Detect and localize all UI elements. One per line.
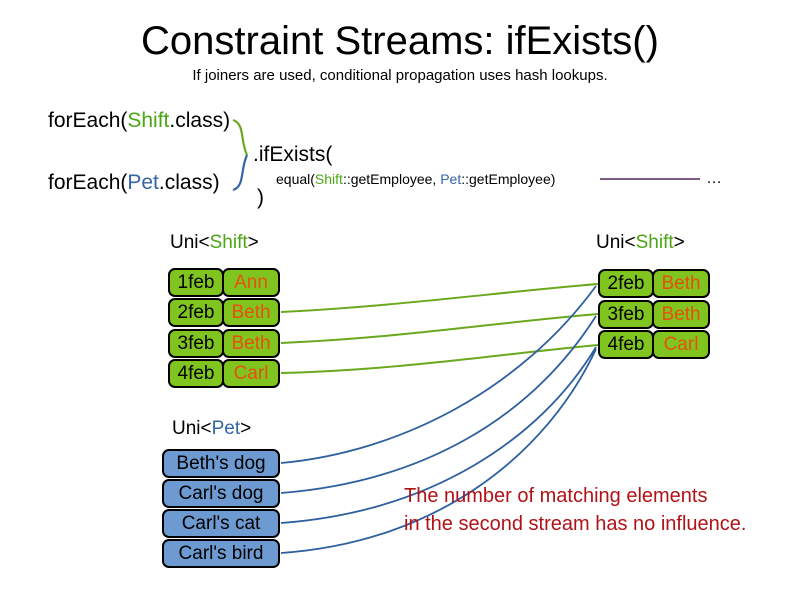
label-right-type: Shift (635, 232, 674, 253)
code-foreach-pet-type: Pet (127, 171, 159, 194)
label-pet-suffix: > (240, 418, 252, 439)
label-right-suffix: > (673, 232, 685, 253)
label-left-prefix: Uni< (170, 232, 210, 253)
label-pet-type: Pet (211, 418, 241, 439)
page-subtitle: If joiners are used, conditional propaga… (192, 67, 608, 84)
code-equal-type-b: Pet (440, 171, 462, 187)
shift-date: 1feb (168, 268, 224, 297)
shift-employee: Ann (222, 268, 280, 297)
shift-employee: Beth (652, 269, 710, 298)
code-equal-prefix: equal( (276, 171, 315, 187)
shift-date: 4feb (168, 359, 224, 388)
connector-green-4feb (280, 344, 599, 374)
connector-blue-carls-dog (280, 315, 597, 494)
shift-employee: Beth (222, 329, 280, 358)
pet-name: Carl's bird (162, 539, 280, 568)
table-row[interactable]: 4feb Carl (168, 359, 280, 388)
pet-name: Carl's dog (162, 479, 280, 508)
brace-lower-blue (232, 154, 249, 192)
code-foreach-pet-suffix: .class) (158, 171, 220, 194)
label-right-prefix: Uni< (596, 232, 636, 253)
connector-blue-beths-dog (280, 285, 597, 464)
pet-name: Beth's dog (162, 449, 280, 478)
code-foreach-shift-prefix: forEach( (48, 109, 128, 132)
table-row[interactable]: 4feb Carl (598, 330, 710, 359)
code-if-exists: .ifExists( (253, 143, 333, 166)
code-equal-type-a: Shift (314, 171, 343, 187)
code-close-paren: ) (257, 186, 264, 209)
label-uni-pet: Uni<Pet> (172, 418, 251, 440)
list-item[interactable]: Carl's cat (162, 509, 280, 538)
annotation-note-line2: in the second stream has no influence. (404, 513, 747, 535)
connector-green-2feb (280, 283, 599, 313)
label-left-type: Shift (209, 232, 248, 253)
code-foreach-pet: forEach(Pet.class) (48, 170, 220, 196)
code-foreach-shift: forEach(Shift.class) (48, 108, 230, 134)
code-foreach-pet-prefix: forEach( (48, 171, 128, 194)
table-row[interactable]: 2feb Beth (598, 269, 710, 298)
shift-date: 3feb (168, 329, 224, 358)
annotation-note: The number of matching elements in the s… (404, 482, 746, 538)
shift-employee: Beth (652, 300, 710, 329)
label-uni-shift-left: Uni<Shift> (170, 232, 259, 254)
shift-date: 2feb (598, 269, 654, 298)
table-row[interactable]: 3feb Beth (168, 329, 280, 358)
table-row[interactable]: 3feb Beth (598, 300, 710, 329)
code-equal-mid: ::getEmployee, (342, 171, 441, 187)
label-uni-shift-right: Uni<Shift> (596, 232, 685, 254)
list-item[interactable]: Carl's bird (162, 539, 280, 568)
shift-date: 3feb (598, 300, 654, 329)
table-row[interactable]: 1feb Ann (168, 268, 280, 297)
code-ellipsis: … (706, 170, 722, 187)
shift-date: 2feb (168, 298, 224, 327)
pet-name: Carl's cat (162, 509, 280, 538)
shift-employee: Carl (652, 330, 710, 359)
connector-green-3feb (280, 313, 599, 344)
shift-employee: Beth (222, 298, 280, 327)
shift-date: 4feb (598, 330, 654, 359)
table-row[interactable]: 2feb Beth (168, 298, 280, 327)
code-equal-joiner: equal(Shift::getEmployee, Pet::getEmploy… (276, 170, 555, 188)
brace-upper-green (232, 118, 249, 156)
code-equal-suffix: ::getEmployee) (461, 171, 556, 187)
code-foreach-shift-suffix: .class) (169, 109, 231, 132)
label-left-suffix: > (247, 232, 259, 253)
page-title: Constraint Streams: ifExists() (141, 19, 659, 63)
label-pet-prefix: Uni< (172, 418, 212, 439)
code-foreach-shift-type: Shift (127, 109, 170, 132)
list-item[interactable]: Carl's dog (162, 479, 280, 508)
shift-employee: Carl (222, 359, 280, 388)
annotation-note-line1: The number of matching elements (404, 485, 708, 507)
list-item[interactable]: Beth's dog (162, 449, 280, 478)
